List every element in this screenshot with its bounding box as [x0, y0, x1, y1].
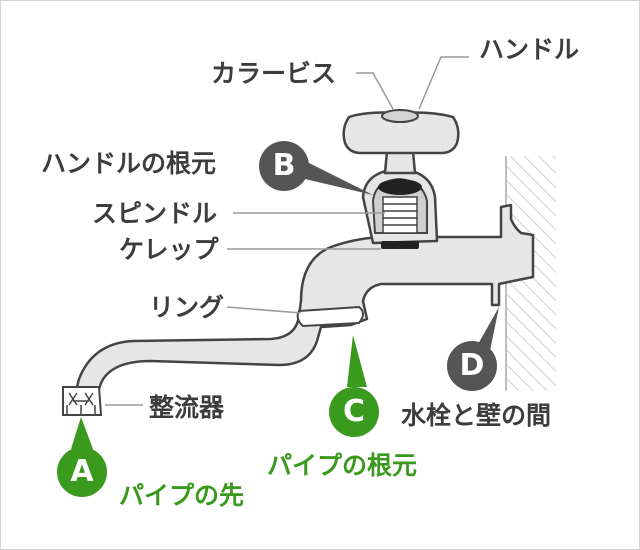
label-handle: ハンドル: [479, 35, 580, 64]
label-color-screw: カラービス: [211, 59, 337, 88]
handle-part: [342, 109, 460, 175]
label-pipe-tip: パイプの先: [119, 481, 245, 510]
packing-part: [378, 179, 422, 195]
ring-part: [296, 305, 364, 328]
spindle-part: [382, 196, 418, 234]
aerator-part: [62, 386, 103, 416]
label-spindle: スピンドル: [92, 199, 218, 228]
pointer-b: [301, 159, 373, 195]
leader-lines: [105, 56, 469, 406]
label-aerator: 整流器: [149, 393, 225, 422]
label-kelep: ケレップ: [119, 235, 219, 264]
faucet-body: [73, 203, 535, 397]
label-handle-base: ハンドルの根元: [41, 149, 217, 178]
marker-c: C: [329, 387, 379, 437]
label-pipe-base: パイプの根元: [267, 451, 418, 480]
marker-d: D: [447, 341, 497, 391]
pointer-c: [347, 335, 367, 387]
marker-a: A: [57, 447, 107, 497]
marker-b: B: [259, 141, 309, 191]
label-gap-wall: 水栓と壁の間: [401, 401, 552, 430]
pointer-a: [71, 417, 93, 449]
label-ring: リング: [149, 293, 225, 322]
kelep-part: [381, 241, 419, 249]
